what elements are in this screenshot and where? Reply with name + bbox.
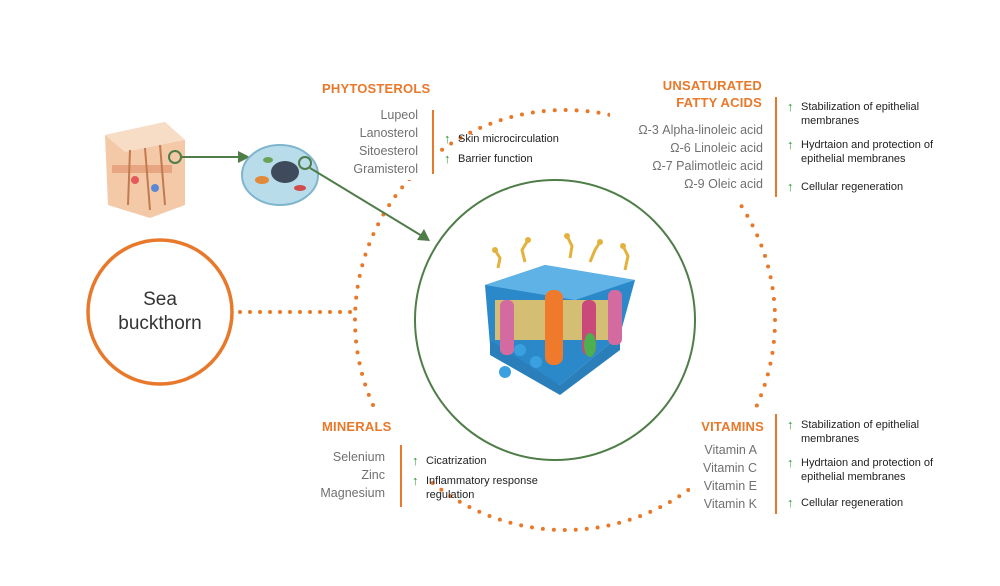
effect-text: membranes [801,433,860,445]
phytosterols-divider [432,110,434,174]
fatty-acids-title-line1: UNSATURATED [662,78,762,93]
phytosterol-item: Lanosterol [359,126,418,140]
effect-text: Cicatrization [426,455,487,467]
up-arrow-icon: ↑ [444,131,451,146]
effect-text: Hydrtaion and protection of [801,457,934,469]
cell-to-membrane-arrow [309,167,423,237]
up-arrow-icon: ↑ [787,495,794,510]
mineral-item: Magnesium [320,486,385,500]
fatty-acids-list: Ω-3 Alpha-linoleic acid Ω-6 Linoleic aci… [600,121,763,193]
effect-text: membranes [801,115,860,127]
fatty-acids-divider [775,97,777,197]
sea-buckthorn-circle [86,238,234,386]
up-arrow-icon: ↑ [412,473,419,488]
up-arrow-icon: ↑ [787,99,794,114]
sea-buckthorn-line1: Sea [143,289,177,310]
up-arrow-icon: ↑ [787,179,794,194]
vitamins-effects: ↑ Stabilization of epithelial membranes … [787,418,977,518]
vitamin-item: Vitamin C [703,461,757,475]
phytosterol-item: Gramisterol [353,162,418,176]
phytosterols-title: PHYTOSTEROLS [322,81,431,96]
sea-buckthorn-label: Sea buckthorn [100,288,220,336]
mineral-item: Selenium [332,450,385,464]
vitamin-item: Vitamin K [703,497,757,511]
vitamins-list: Vitamin A Vitamin C Vitamin E Vitamin K [680,441,757,513]
fatty-acids-effects: ↑ Stabilization of epithelial membranes … [787,100,977,200]
minerals-list: Selenium Zinc Magnesium [300,448,385,502]
effect-row: ↑ Inflammatory response regulation [412,474,586,502]
effect-row: ↑ Skin microcirculation [444,132,618,146]
sea-buckthorn-line2: buckthorn [118,313,202,334]
fatty-acid-item: Ω-7 Palimotleic acid [652,159,763,173]
minerals-effects: ↑ Cicatrization ↑ Inflammatory response … [412,454,582,506]
effect-row: ↑ Cicatrization [412,454,586,468]
up-arrow-icon: ↑ [787,455,794,470]
vitamins-title: VITAMINS [701,419,764,434]
effect-row: ↑ Cellular regeneration [787,496,961,510]
fatty-acids-title-line2: FATTY ACIDS [676,95,762,110]
effect-text: Cellular regeneration [801,181,904,193]
fatty-acid-item: Ω-6 Linoleic acid [670,141,763,155]
effect-text: regulation [426,489,475,501]
up-arrow-icon: ↑ [787,137,794,152]
cell-icon [241,144,319,206]
effect-row: ↑ Hydrtaion and protection of epithelial… [787,456,961,484]
up-arrow-icon: ↑ [787,417,794,432]
minerals-title: MINERALS [322,419,392,434]
phytosterols-list: Lupeol Lanosterol Sitoesterol Gramistero… [320,106,418,178]
effect-text: Hydrtaion and protection of [801,139,934,151]
vitamin-item: Vitamin E [703,479,757,493]
effect-text: epithelial membranes [801,153,906,165]
vitamin-item: Vitamin A [704,443,757,457]
dotted-ring [353,108,777,532]
cell-membrane-icon [485,233,635,395]
effect-text: Stabilization of epithelial [801,101,920,113]
mineral-item: Zinc [361,468,385,482]
effect-row: ↑ Stabilization of epithelial membranes [787,100,961,128]
effect-row: ↑ Hydrtaion and protection of epithelial… [787,138,961,166]
effect-row: ↑ Cellular regeneration [787,180,961,194]
effect-row: ↑ Stabilization of epithelial membranes [787,418,961,446]
phytosterol-item: Lupeol [380,108,418,122]
up-arrow-icon: ↑ [444,151,451,166]
effect-text: epithelial membranes [801,471,906,483]
fatty-acids-title: UNSATURATED FATTY ACIDS [620,77,762,111]
fatty-acid-item: Ω-3 Alpha-linoleic acid [638,123,763,137]
vitamins-divider [775,414,777,514]
effect-text: Inflammatory response [426,475,538,487]
effect-row: ↑ Barrier function [444,152,618,166]
up-arrow-icon: ↑ [412,453,419,468]
fatty-acid-item: Ω-9 Oleic acid [684,177,763,191]
effect-text: Skin microcirculation [458,133,559,145]
effect-text: Barrier function [458,153,533,165]
skin-cross-section-icon [105,122,185,218]
phytosterol-item: Sitoesterol [358,144,418,158]
effect-text: Stabilization of epithelial [801,419,920,431]
phytosterols-effects: ↑ Skin microcirculation ↑ Barrier functi… [444,132,614,172]
effect-text: Cellular regeneration [801,497,904,509]
minerals-divider [400,445,402,507]
